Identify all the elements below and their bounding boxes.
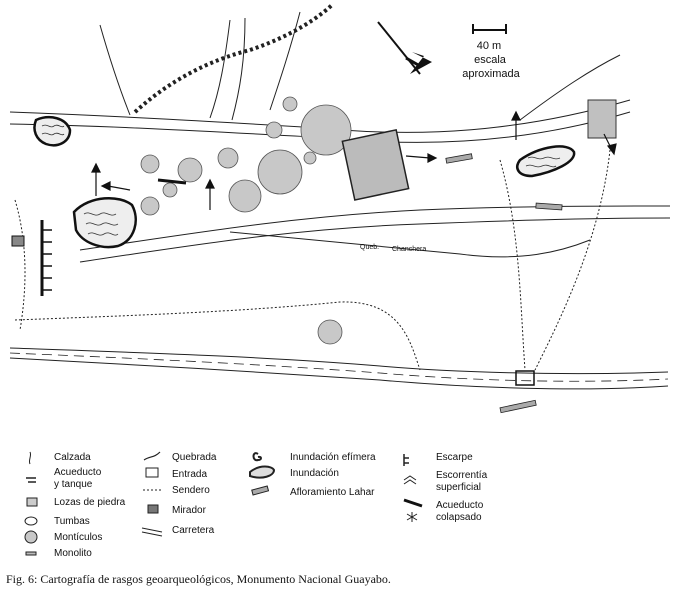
legend-lahar: Afloramiento Lahar xyxy=(290,487,375,498)
legend-inundacion-efimera: Inundación efímera xyxy=(290,452,376,463)
road-icon xyxy=(141,527,163,537)
escarpment-icon xyxy=(403,454,409,466)
label-chanchera: Chanchera xyxy=(392,246,427,253)
lahar-outcrops xyxy=(445,153,563,414)
legend-inundacion: Inundación xyxy=(290,468,339,479)
legend-calzada: Calzada xyxy=(54,452,91,463)
mound-icon xyxy=(24,530,38,544)
flood-zones xyxy=(33,116,576,249)
legend-tumbas: Tumbas xyxy=(54,516,90,527)
legend-entrada: Entrada xyxy=(172,469,208,480)
lahar-icon xyxy=(251,485,270,496)
runoff-icon xyxy=(403,475,417,485)
asterisk-icon xyxy=(406,512,418,522)
quebrada-chanchera xyxy=(229,231,591,258)
runoff-arrows xyxy=(91,110,617,210)
legend-acueducto: Acueducto xyxy=(54,467,102,478)
scale-note-2: aproximada xyxy=(462,68,520,80)
legend-y-tanque: y tanque xyxy=(54,479,93,490)
legend-carretera: Carretera xyxy=(172,525,215,536)
label-queb: Queb. xyxy=(360,244,380,251)
trail-east xyxy=(499,159,526,371)
scale-note-1: escala xyxy=(474,54,506,66)
mirador-viewpoint xyxy=(11,235,25,247)
monolith-icon xyxy=(25,551,37,556)
road-chanchera-north xyxy=(79,205,671,251)
scale-bar xyxy=(472,24,507,34)
legend-monolito: Monolito xyxy=(54,548,92,559)
mounds xyxy=(140,96,352,345)
legend-lozas: Lozas de piedra xyxy=(54,497,126,508)
road-chanchera-south xyxy=(79,217,671,263)
escarpment-ticks xyxy=(42,229,52,291)
legend-escorrentia: Escorrentía xyxy=(436,470,488,481)
aqueduct-icon xyxy=(26,477,36,483)
mirador-icon xyxy=(147,504,159,514)
legend-superficial: superficial xyxy=(436,482,482,493)
trail-west xyxy=(14,199,26,331)
quebrada-north xyxy=(209,19,231,119)
calzada-icon xyxy=(28,451,32,465)
entrance-icon xyxy=(145,467,159,478)
scale-distance: 40 m xyxy=(476,40,502,52)
tomb-icon xyxy=(24,516,38,526)
collapsed-aqueduct-icon xyxy=(403,498,423,508)
flood-hatching xyxy=(41,124,561,236)
stone-slabs-icon xyxy=(26,497,38,507)
quebrada-northwest xyxy=(99,24,131,116)
legend-escarpe: Escarpe xyxy=(436,452,473,463)
legend-quebrada: Quebrada xyxy=(172,452,217,463)
stream-icon xyxy=(143,451,161,461)
stone-plaza xyxy=(341,128,410,201)
quebrada-north-2 xyxy=(231,17,246,121)
entrance-box xyxy=(515,370,535,386)
road-carretera xyxy=(9,347,669,390)
figure-caption: Fig. 6: Cartografía de rasgos geoarqueol… xyxy=(6,572,391,586)
legend-icons xyxy=(24,451,423,556)
flood-icon xyxy=(249,465,276,479)
legend-mirador: Mirador xyxy=(172,505,206,516)
trail-east-2 xyxy=(534,149,611,371)
legend-sendero: Sendero xyxy=(172,485,210,496)
quebrada-northeast xyxy=(519,54,621,121)
collapsed-aqueducts xyxy=(40,178,187,296)
quebrada-north-3 xyxy=(269,11,301,111)
legend-colapsado: colapsado xyxy=(436,512,482,523)
ephemeral-flood-icon xyxy=(252,452,262,462)
entrance-building xyxy=(587,99,617,139)
legend-acueducto-colapsado: Acueducto xyxy=(436,500,484,511)
north-arrow-icon xyxy=(377,21,432,75)
legend-monticulos: Montículos xyxy=(54,532,103,543)
trail-south xyxy=(14,301,421,371)
calzada-causeway xyxy=(133,3,334,114)
